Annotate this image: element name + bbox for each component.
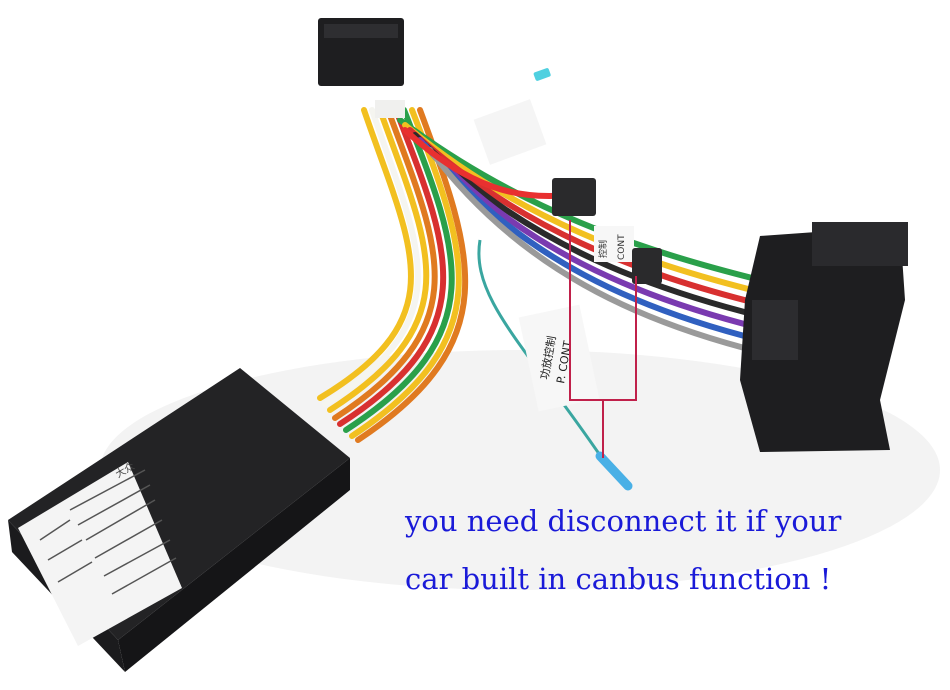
svg-text:控制: 控制: [597, 240, 609, 258]
caption-line-2: car built in canbus function !: [405, 562, 832, 596]
blue-terminal: [595, 451, 633, 491]
caption: you need disconnect it if your car built…: [405, 492, 841, 608]
svg-text:CONT: CONT: [617, 234, 627, 260]
cable-tie: [375, 100, 405, 118]
top-connector-slot: [324, 24, 398, 38]
right-connector: [740, 222, 908, 452]
label-tag-small: 控制 CONT: [594, 226, 634, 262]
label-tag-top: [473, 99, 547, 165]
floor-shadow: [100, 350, 940, 590]
plug-connector-red: [552, 178, 596, 216]
canbus-box: 大众: [8, 368, 350, 672]
antenna-wire: [477, 239, 612, 471]
cyan-clip: [533, 68, 551, 81]
highlight-bracket: [569, 220, 637, 458]
caption-line-1: you need disconnect it if your: [405, 504, 842, 538]
plug-connector-small: [632, 248, 662, 284]
